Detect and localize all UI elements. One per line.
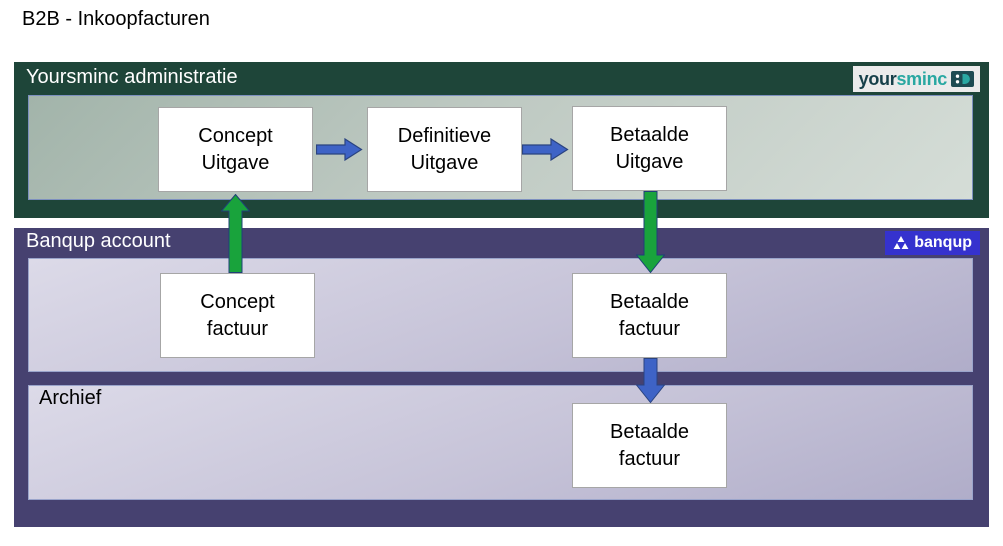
box-label-line: factuur (618, 317, 681, 340)
arrow-down-icon (636, 191, 665, 273)
box-concept-factuur: Concept factuur (160, 273, 315, 358)
box-label-line: Betaalde (610, 290, 689, 313)
box-betaalde-factuur-archief: Betaalde factuur (572, 403, 727, 488)
box-label-line: Uitgave (201, 151, 270, 174)
box-label-line: Definitieve (397, 124, 492, 147)
box-betaalde-uitgave: Betaalde Uitgave (572, 106, 727, 191)
box-label-line: Concept (200, 290, 275, 313)
smile-badge-icon (951, 71, 974, 87)
box-label-line: Betaalde (610, 123, 689, 146)
box-concept-uitgave: Concept Uitgave (158, 107, 313, 192)
arrow-up-icon (221, 194, 250, 273)
yoursminc-section-title: Yoursminc administratie (26, 66, 238, 88)
box-label-line: factuur (206, 317, 269, 340)
arrow-right-icon (522, 138, 569, 161)
yoursminc-logo: yoursminc (852, 66, 980, 92)
box-label-line: Betaalde (610, 420, 689, 443)
box-label-line: Concept (198, 124, 273, 147)
triangles-icon (893, 236, 909, 249)
box-label-line: factuur (618, 447, 681, 470)
yoursminc-logo-text: yoursminc (858, 68, 948, 89)
page-title: B2B - Inkoopfacturen (22, 8, 210, 30)
arrow-right-icon (316, 138, 363, 161)
banqup-logo: banqup (885, 231, 980, 255)
banqup-section-title: Banqup account (26, 230, 171, 252)
banqup-section: Banqup account banqup Archief (14, 228, 989, 527)
archief-label: Archief (39, 387, 102, 409)
banqup-logo-text: banqup (914, 234, 972, 251)
arrow-down-icon (636, 358, 665, 403)
box-label-line: Uitgave (615, 150, 684, 173)
box-definitieve-uitgave: Definitieve Uitgave (367, 107, 522, 192)
archief-panel: Archief (28, 385, 973, 500)
box-label-line: Uitgave (410, 151, 479, 174)
box-betaalde-factuur-banqup: Betaalde factuur (572, 273, 727, 358)
